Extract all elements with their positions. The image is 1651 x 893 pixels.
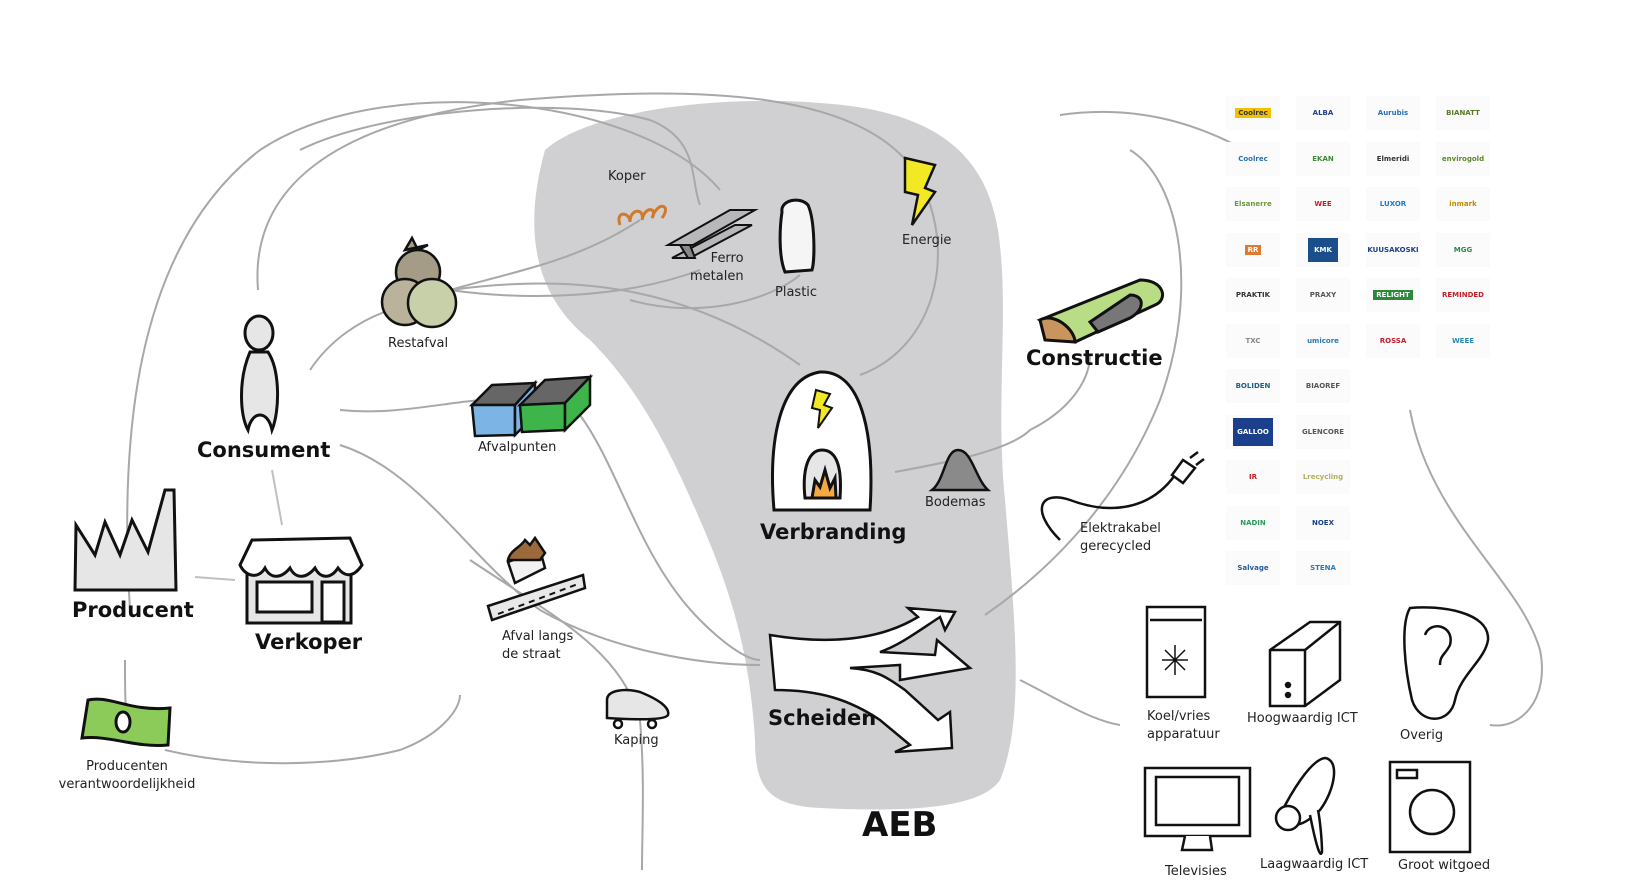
partner-logo: EKAN xyxy=(1296,141,1350,176)
containers-icon xyxy=(468,373,594,439)
furnace-icon xyxy=(771,370,873,512)
partner-logo: WEE xyxy=(1296,187,1350,221)
producer-label: Producent xyxy=(72,598,194,622)
money-icon xyxy=(80,697,172,747)
bottom-ash-label: Bodemas xyxy=(925,495,986,510)
shop-icon xyxy=(238,536,364,625)
partner-logo: NOEX xyxy=(1296,505,1350,540)
partner-logo: BIAOREF xyxy=(1296,369,1350,403)
partner-logo: GALLOO xyxy=(1226,414,1280,449)
partner-logo: PRAXY xyxy=(1296,278,1350,312)
partner-logo: RELIGHT xyxy=(1366,278,1420,312)
seller-label: Verkoper xyxy=(255,630,363,654)
trash-bags-icon xyxy=(380,235,458,329)
car-icon xyxy=(605,688,670,730)
aeb-title: AEB xyxy=(862,805,938,845)
partner-logo: ROSSA xyxy=(1366,323,1420,358)
partner-logo: IR xyxy=(1226,460,1280,494)
street-waste-label: Afval langs de straat xyxy=(502,629,574,662)
separation-label: Scheiden xyxy=(768,706,877,730)
consumer-label: Consument xyxy=(197,438,331,462)
partner-logo: LUXOR xyxy=(1366,187,1420,221)
category-high-ict-label: Hoogwaardig ICT xyxy=(1247,711,1358,726)
partner-logo: KUUSAKOSKI xyxy=(1366,232,1420,267)
partner-logo: GLENCORE xyxy=(1296,414,1350,449)
bottom-ash-icon xyxy=(928,448,992,492)
partner-logo: PRAKTIK xyxy=(1226,278,1280,312)
collection-points-label: Afvalpunten xyxy=(478,440,557,455)
partner-logo: NADIN xyxy=(1226,505,1280,540)
separation-arrows-icon xyxy=(768,606,973,754)
partner-logo: inmark xyxy=(1436,187,1490,221)
theft-label: Kaping xyxy=(614,733,659,748)
washing-machine-icon xyxy=(1388,760,1472,854)
question-mark-icon xyxy=(1403,606,1490,720)
factory-icon xyxy=(73,488,178,592)
fridge-icon xyxy=(1145,605,1207,699)
category-other-label: Overig xyxy=(1400,728,1444,743)
partner-logo: Lrecycling xyxy=(1296,460,1350,494)
plastic-bag-icon xyxy=(778,198,816,274)
producer-responsibility-label: Producenten verantwoordelijkheid xyxy=(58,759,196,792)
computer-tower-icon xyxy=(1268,620,1342,708)
category-white-goods-label: Groot witgoed xyxy=(1398,858,1491,873)
category-low-ict-label: Laagwaardig ICT xyxy=(1260,857,1369,872)
construction-label: Constructie xyxy=(1026,346,1163,370)
partner-logo: BIANATT xyxy=(1436,96,1490,130)
cable-recycled-label: Elektrakabel gerecycled xyxy=(1080,521,1161,554)
partner-logo: BOLIDEN xyxy=(1226,369,1280,403)
plastic-label: Plastic xyxy=(775,285,818,300)
partner-logo: Elsanerre xyxy=(1226,187,1280,221)
exchange-arrows xyxy=(194,469,283,581)
ferro-metals-label: Ferro metalen xyxy=(690,251,744,284)
partner-logo: Aurubis xyxy=(1366,96,1420,130)
street-litter-icon xyxy=(486,535,587,622)
partner-logo: envirogold xyxy=(1436,141,1490,176)
copper-coil-icon xyxy=(617,204,667,226)
copper-label: Koper xyxy=(608,169,646,184)
partner-logo: Salvage xyxy=(1226,551,1280,585)
lightning-bolt-icon xyxy=(903,156,937,226)
partner-logo: TXC xyxy=(1226,323,1280,358)
category-fridge-label: Koel/vries apparatuur xyxy=(1147,709,1220,742)
hair-dryer-icon xyxy=(1274,756,1336,855)
partner-logo: ALBA xyxy=(1296,96,1350,130)
partner-logo: STENA xyxy=(1296,551,1350,585)
construction-pipe-icon xyxy=(1036,278,1165,344)
partner-logo: MGG xyxy=(1436,232,1490,267)
partner-logo: REMINDED xyxy=(1436,278,1490,312)
partner-logo: umicore xyxy=(1296,323,1350,358)
partner-logo: KMK xyxy=(1296,232,1350,267)
partner-logo: Coolrec xyxy=(1226,96,1280,130)
partner-logo: Elmeridi xyxy=(1366,141,1420,176)
consumer-icon xyxy=(240,314,280,436)
incineration-label: Verbranding xyxy=(760,520,907,544)
energy-label: Energie xyxy=(902,233,952,248)
residual-waste-label: Restafval xyxy=(388,336,449,351)
television-icon xyxy=(1143,766,1252,852)
cable-plug-icon xyxy=(1040,451,1205,541)
partner-logo: WEEE xyxy=(1436,323,1490,358)
partner-logo: Coolrec xyxy=(1226,141,1280,176)
steel-beam-icon xyxy=(664,209,759,259)
partner-logo: RR xyxy=(1226,232,1280,267)
category-tv-label: Televisies xyxy=(1165,864,1227,879)
